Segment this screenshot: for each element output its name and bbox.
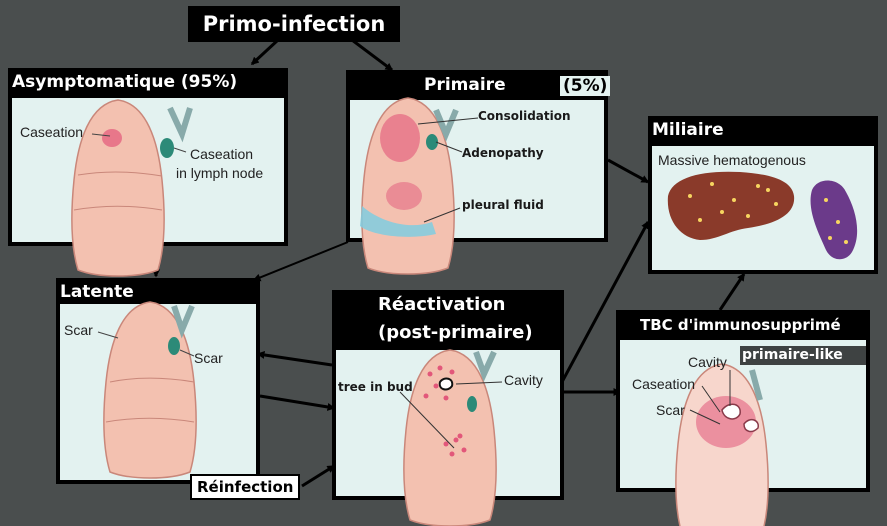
box-primaire-percent: (5%)	[560, 76, 611, 97]
label-consolidation: Consolidation	[478, 109, 571, 123]
label-adenopathy: Adenopathy	[462, 146, 544, 160]
label-caseation-lymph: Caseation	[190, 146, 254, 162]
box-latente-title: Latente	[60, 282, 134, 303]
label-tree-in-bud: tree in bud	[338, 380, 413, 394]
diagram-title: Primo-infection	[188, 6, 400, 42]
label-caseation-immuno: Caseation	[632, 376, 696, 392]
label-cavity-reactivation: Cavity	[504, 372, 543, 388]
arrow-primo-to-primaire	[351, 38, 394, 72]
box-immuno-title: TBC d'immunosupprimé	[640, 316, 841, 334]
arrow-reactivation-to-miliaire	[560, 220, 650, 383]
box-latente	[56, 278, 260, 484]
box-immuno	[616, 310, 870, 526]
label-scar-left: Scar	[64, 322, 93, 338]
box-asymptomatique	[8, 68, 288, 277]
label-pleural-fluid: pleural fluid	[462, 198, 544, 212]
arrow-immuno-to-miliaire	[718, 272, 746, 311]
label-scar-right: Scar	[194, 350, 223, 366]
box-reactivation-title-line2: (post-primaire)	[378, 322, 533, 344]
reinfection-label: Réinfection	[190, 474, 301, 500]
label-caseation: Caseation	[20, 124, 84, 140]
arrow-primaire-to-latente	[252, 241, 349, 282]
box-reactivation-title-line1: Réactivation	[378, 294, 506, 316]
arrow-primo-to-asymptomatique	[250, 38, 280, 66]
box-miliaire	[648, 116, 878, 274]
box-miliaire-title: Miliaire	[652, 120, 724, 141]
arrow-primaire-to-miliaire	[607, 158, 650, 184]
box-asymptomatique-title: Asymptomatique (95%)	[12, 72, 238, 93]
label-in-lymph-node: in lymph node	[176, 165, 264, 181]
box-primaire-title: Primaire	[424, 75, 506, 96]
label-massive-hematogenous: Massive hematogenous	[658, 152, 806, 168]
arrow-latente-to-reactivation	[259, 394, 336, 411]
label-cavity-immuno: Cavity	[688, 354, 727, 370]
box-primaire	[346, 70, 608, 275]
arrow-reactivation-to-latente	[256, 350, 333, 367]
box-immuno-badge: primaire-like	[740, 346, 866, 365]
arrow-reinfection-to-reactivation	[301, 464, 336, 488]
label-scar-immuno: Scar	[656, 402, 685, 418]
